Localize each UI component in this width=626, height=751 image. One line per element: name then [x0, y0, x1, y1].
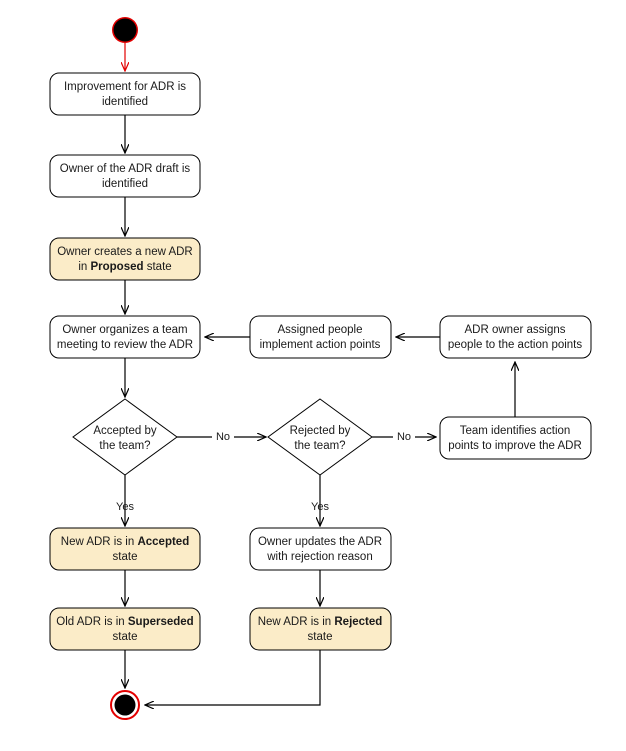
end-node [110, 690, 140, 720]
activity-box [49, 237, 201, 281]
activity-box [49, 72, 201, 116]
decision-rejected-by-team[interactable]: Rejected by the team? [267, 398, 373, 476]
activity-box [49, 607, 201, 651]
decision-label-line2: the team? [99, 440, 150, 452]
activity-owner-organizes-team-meeting[interactable]: Owner organizes a team meeting to review… [49, 315, 201, 359]
edge-label-text: Yes [311, 501, 329, 513]
label-part-state: Proposed [90, 261, 143, 273]
activity-new-adr-rejected[interactable]: New ADR is in Rejected state [249, 607, 392, 651]
activity-owner-of-adr-draft[interactable]: Owner of the ADR draft is identified [49, 154, 201, 198]
label-part-state: Superseded [128, 616, 194, 628]
activity-label-line2: with rejection reason [266, 551, 372, 563]
decision-label-line2: the team? [294, 440, 345, 452]
activity-box [249, 607, 392, 651]
decision-diamond [267, 398, 373, 476]
activity-owner-updates-adr[interactable]: Owner updates the ADR with rejection rea… [249, 527, 392, 571]
edge-label-rejected-no: No [393, 429, 415, 444]
activity-label-line1: Owner creates a new ADR [57, 246, 193, 258]
activity-label-line1: Improvement for ADR is [64, 81, 186, 93]
label-part-state: Rejected [334, 616, 382, 628]
activity-label-line2: state [113, 551, 138, 563]
decision-label-line1: Rejected by [290, 425, 351, 437]
activity-label-line1: Assigned people [277, 324, 362, 336]
edge-new-adr-rejected-to-end [145, 650, 321, 705]
activity-label-line1: Team identifies action [460, 425, 571, 437]
activity-box [439, 416, 592, 460]
activity-label-line1: Owner updates the ADR [258, 536, 382, 548]
decision-diamond [72, 398, 178, 476]
activity-new-adr-accepted[interactable]: New ADR is in Accepted state [49, 527, 201, 571]
activity-assigned-people-implement[interactable]: Assigned people implement action points [249, 315, 392, 359]
decision-accepted-by-team[interactable]: Accepted by the team? [72, 398, 178, 476]
activity-label-line2: points to improve the ADR [448, 440, 582, 452]
activity-label-line1: New ADR is in Rejected [258, 616, 383, 628]
activity-box [439, 315, 592, 359]
edge-label-text: No [216, 431, 230, 443]
activity-owner-creates-new-adr[interactable]: Owner creates a new ADR in Proposed stat… [49, 237, 201, 281]
activity-label-line2: identified [102, 96, 148, 108]
activity-label-line2: meeting to review the ADR [57, 339, 193, 351]
activity-improvement-for-adr[interactable]: Improvement for ADR is identified [49, 72, 201, 116]
activity-label-line1: New ADR is in Accepted [61, 536, 189, 548]
activity-adr-owner-assigns-people[interactable]: ADR owner assigns people to the action p… [439, 315, 592, 359]
activity-box [249, 527, 392, 571]
activity-box [49, 527, 201, 571]
edge-label-accepted-no: No [212, 429, 234, 444]
activity-label-line2: state [113, 631, 138, 643]
activity-label-line1: Old ADR is in Superseded [56, 616, 193, 628]
activity-box [49, 154, 201, 198]
activity-label-line2: people to the action points [448, 339, 583, 351]
label-part-suffix: state [144, 261, 172, 273]
label-part-prefix: New ADR is in [258, 616, 335, 628]
activity-label-line2: state [308, 631, 333, 643]
activity-team-identifies-action-points[interactable]: Team identifies action points to improve… [439, 416, 592, 460]
label-part-state: Accepted [137, 536, 189, 548]
edge-label-rejected-yes: Yes [311, 501, 329, 513]
decision-label-line1: Accepted by [93, 425, 157, 437]
activity-label-line2: in Proposed state [78, 261, 171, 273]
activity-label-line2: identified [102, 178, 148, 190]
edge-label-backdrop [393, 429, 415, 444]
activity-label-line1: ADR owner assigns [465, 324, 566, 336]
activity-label-line2: implement action points [260, 339, 381, 351]
label-part-prefix: New ADR is in [61, 536, 138, 548]
edge-label-text: Yes [116, 501, 134, 513]
activity-box [49, 315, 201, 359]
label-part-prefix: in [78, 261, 90, 273]
start-node [112, 17, 138, 43]
label-part-prefix: Old ADR is in [56, 616, 128, 628]
activity-label-line1: Owner of the ADR draft is [60, 163, 191, 175]
edge-label-accepted-yes: Yes [116, 501, 134, 513]
activity-old-adr-superseded[interactable]: Old ADR is in Superseded state [49, 607, 201, 651]
edge-label-text: No [397, 431, 411, 443]
activity-box [249, 315, 392, 359]
activity-label-line1: Owner organizes a team [62, 324, 187, 336]
edge-label-backdrop [212, 429, 234, 444]
